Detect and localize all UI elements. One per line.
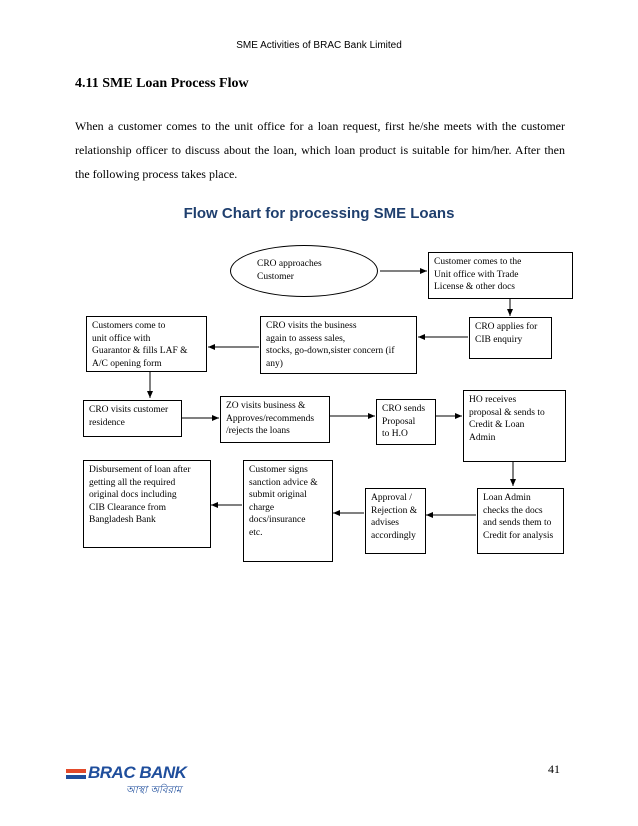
intro-paragraph: When a customer comes to the unit office… bbox=[75, 119, 565, 181]
page-number: 41 bbox=[548, 762, 560, 776]
step-customer-comes: Customer comes to the Unit office with T… bbox=[428, 252, 573, 299]
step-disbursement: Disbursement of loan after getting all t… bbox=[83, 460, 211, 548]
logo-stripe-red bbox=[66, 769, 86, 773]
step-cro-applies-cib: CRO applies for CIB enquiry bbox=[469, 317, 552, 359]
logo-tagline: আস্থা অবিরাম bbox=[126, 785, 182, 796]
step-loan-admin: Loan Admin checks the docs and sends the… bbox=[477, 488, 564, 554]
brac-bank-logo: BRAC BANK আস্থা অবিরাম bbox=[66, 763, 196, 799]
step-zo-visits: ZO visits business & Approves/recommends… bbox=[220, 396, 330, 443]
step-cro-visits-business: CRO visits the business again to assess … bbox=[260, 316, 417, 374]
running-header: SME Activities of BRAC Bank Limited bbox=[236, 40, 402, 51]
step-cro-approaches: CRO approaches Customer bbox=[230, 245, 378, 297]
section-title: 4.11 SME Loan Process Flow bbox=[75, 76, 249, 91]
step-cro-sends-proposal: CRO sends Proposal to H.O bbox=[376, 399, 436, 445]
step-customers-guarantor: Customers come to unit office with Guara… bbox=[86, 316, 207, 372]
step-cro-visits-residence: CRO visits customer residence bbox=[83, 400, 182, 437]
flowchart-title: Flow Chart for processing SME Loans bbox=[183, 205, 455, 222]
logo-stripe-blue bbox=[66, 775, 86, 779]
logo-wordmark: BRAC BANK bbox=[88, 763, 187, 782]
step-customer-signs: Customer signs sanction advice & submit … bbox=[243, 460, 333, 562]
step-ho-receives: HO receives proposal & sends to Credit &… bbox=[463, 390, 566, 462]
step-approval: Approval / Rejection & advises according… bbox=[365, 488, 426, 554]
